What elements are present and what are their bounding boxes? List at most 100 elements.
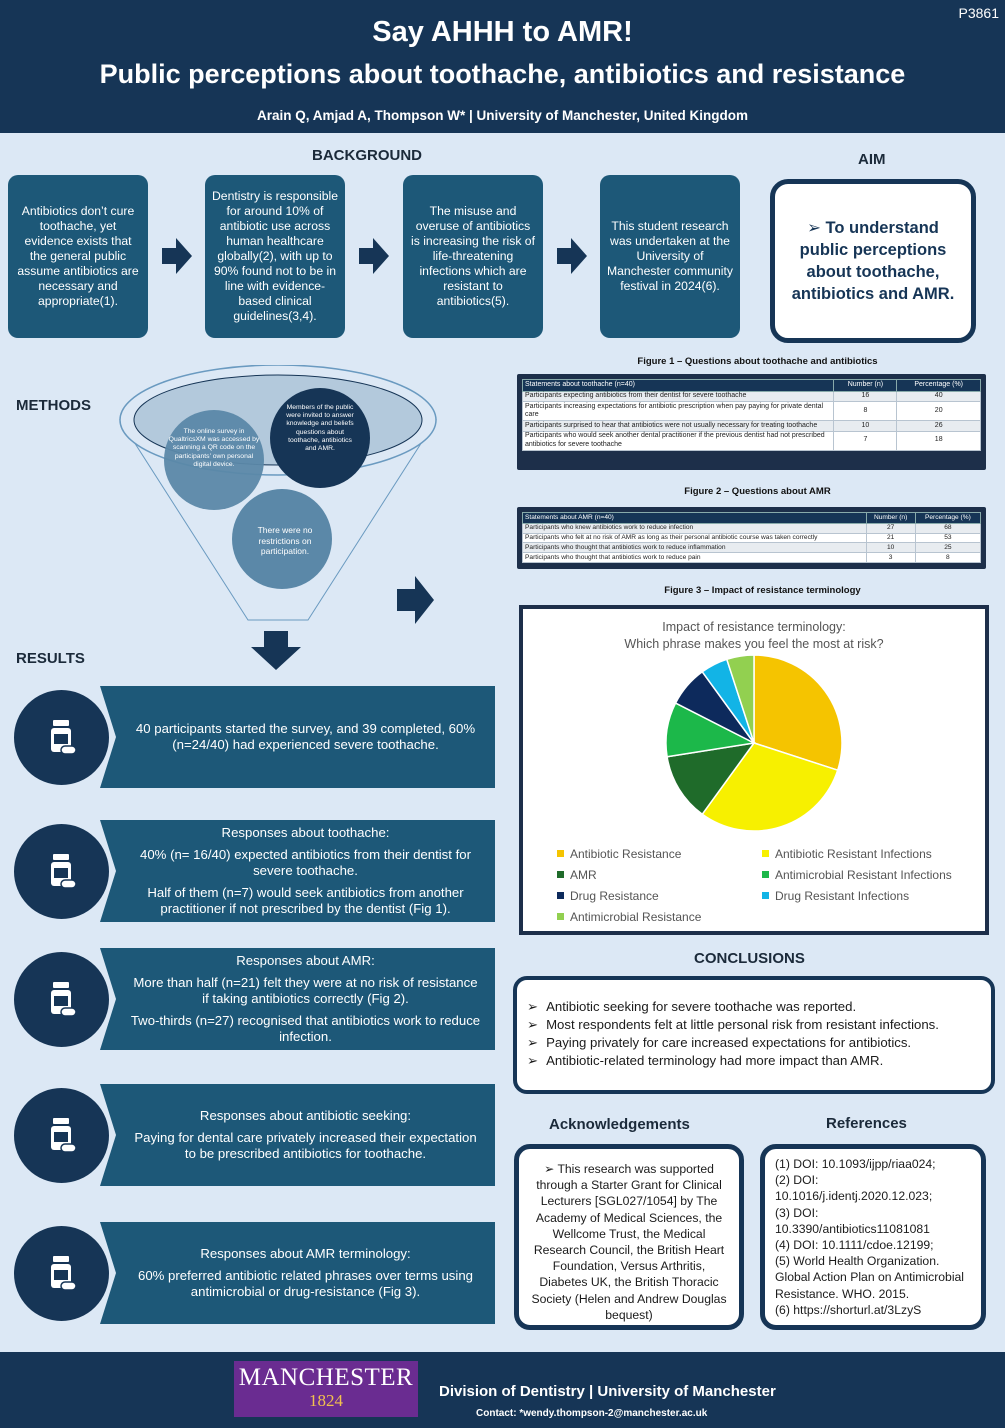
pie-slice <box>701 742 839 832</box>
legend-item: Antimicrobial Resistance <box>557 910 701 924</box>
table-header: Statements about toothache (n=40) <box>521 379 835 392</box>
table-row: Participants who felt at no risk of AMR … <box>522 532 982 544</box>
chart-title: Impact of resistance terminology: Which … <box>523 619 985 653</box>
legend-swatch <box>557 850 564 857</box>
result-box-2: Responses about toothache: 40% (n= 16/40… <box>100 820 495 922</box>
methods-bubble-2: Members of the public were invited to an… <box>286 404 354 453</box>
result-heading: Responses about antibiotic seeking: <box>199 1108 412 1123</box>
legend-item: Antibiotic Resistant Infections <box>762 847 932 861</box>
legend-label: Antimicrobial Resistant Infections <box>775 868 952 882</box>
result-text: Paying for dental care privately increas… <box>134 1130 477 1161</box>
table-header: Percentage (%) <box>896 379 981 392</box>
table-header: Number (n) <box>865 512 916 524</box>
conclusions-box: Antibiotic seeking for severe toothache … <box>513 976 995 1094</box>
result-icon-circle <box>10 1222 113 1325</box>
acknowledgements-heading: Acknowledgements <box>549 1116 690 1133</box>
legend-swatch <box>762 892 769 899</box>
result-heading: Responses about toothache: <box>221 825 390 840</box>
methods-bubble-1: The online survey in QualtricsXM was acc… <box>168 428 260 468</box>
result-box-3: Responses about AMR: More than half (n=2… <box>100 948 495 1050</box>
legend-item: AMR <box>557 868 597 882</box>
table-row: Participants who would seek another dent… <box>521 430 981 451</box>
legend-label: AMR <box>570 868 597 882</box>
table-row: Participants expecting antibiotics from … <box>521 390 981 402</box>
references-box: (1) DOI: 10.1093/ijpp/riaa024; (2) DOI: … <box>760 1144 986 1330</box>
arrow-right-icon <box>397 576 434 624</box>
background-box-2: Dentistry is responsible for around 10% … <box>205 175 345 338</box>
legend-item: Antimicrobial Resistant Infections <box>762 868 952 882</box>
medicine-bottle-icon <box>50 853 77 889</box>
medicine-bottle-icon <box>50 1117 77 1153</box>
figure1-caption: Figure 1 – Questions about toothache and… <box>637 356 878 367</box>
result-text: 40% (n= 16/40) expected antibiotics from… <box>140 847 471 878</box>
authors: Arain Q, Amjad A, Thompson W* | Universi… <box>256 108 749 123</box>
background-heading: BACKGROUND <box>312 147 422 164</box>
arrow-right-icon <box>557 238 587 274</box>
poster-title: Say AHHH to AMR! <box>372 16 633 48</box>
result-icon-circle <box>10 820 113 923</box>
result-box-1: 40 participants started the survey, and … <box>100 686 495 788</box>
result-text: 40 participants started the survey, and … <box>135 721 476 752</box>
table-row: Participants who thought that antibiotic… <box>522 552 982 563</box>
medicine-bottle-icon <box>50 981 77 1017</box>
results-heading: RESULTS <box>16 650 85 667</box>
background-box-4: This student research was undertaken at … <box>600 175 740 338</box>
aim-text: To understand public perceptions about t… <box>791 219 955 303</box>
figure2-caption: Figure 2 – Questions about AMR <box>684 486 831 497</box>
methods-funnel-diagram <box>119 365 437 621</box>
conclusion-item: Paying privately for care increased expe… <box>527 1034 981 1052</box>
reference-item: (2) DOI: 10.1016/j.identj.2020.12.023; <box>775 1173 933 1204</box>
pie-slice <box>725 654 755 744</box>
result-text: 60% preferred antibiotic related phrases… <box>138 1268 473 1299</box>
aim-heading: AIM <box>858 151 886 168</box>
arrow-right-icon <box>359 238 389 274</box>
table-row: Participants increasing expectations for… <box>521 401 981 421</box>
reference-item: (6) https://shorturl.at/3LzyS <box>775 1302 922 1317</box>
footer-division: Division of Dentistry | University of Ma… <box>439 1383 776 1400</box>
result-box-5: Responses about AMR terminology: 60% pre… <box>100 1222 495 1324</box>
result-box-4: Responses about antibiotic seeking: Payi… <box>100 1084 495 1186</box>
pie-svg <box>665 654 843 832</box>
footer-contact: Contact: *wendy.thompson-2@manchester.ac… <box>476 1408 708 1419</box>
table-header: Percentage (%) <box>914 512 982 524</box>
legend-swatch <box>557 871 564 878</box>
poster-id: P3861 <box>958 5 999 21</box>
legend-item: Drug Resistance <box>557 889 659 903</box>
result-icon-circle <box>10 686 113 789</box>
result-heading: Responses about AMR terminology: <box>200 1246 411 1261</box>
chart-title-line-1: Impact of resistance terminology: <box>662 620 846 634</box>
logo-wordmark: MANCHESTER <box>238 1364 414 1391</box>
legend-label: Drug Resistant Infections <box>775 889 910 903</box>
background-box-1: Antibiotics don’t cure toothache, yet ev… <box>8 175 148 338</box>
legend-label: Antibiotic Resistance <box>570 847 682 861</box>
legend-swatch <box>557 892 564 899</box>
table-row: Participants who knew antibiotics work t… <box>522 522 982 534</box>
reference-item: (4) DOI: 10.1111/cdoe.12199; <box>775 1238 934 1253</box>
arrow-right-icon <box>162 238 192 274</box>
pie-chart: Impact of resistance terminology: Which … <box>519 605 989 935</box>
legend-swatch <box>762 850 769 857</box>
university-logo: MANCHESTER 1824 <box>234 1361 418 1417</box>
reference-item: (3) DOI: 10.3390/antibiotics11081081 <box>775 1205 930 1236</box>
references-heading: References <box>826 1115 907 1132</box>
figure1-table: Statements about toothache (n=40) Number… <box>517 374 986 470</box>
logo-year: 1824 <box>309 1391 343 1410</box>
result-text: More than half (n=21) felt they were at … <box>133 975 478 1006</box>
result-text: Two-thirds (n=27) recognised that antibi… <box>130 1013 481 1044</box>
background-box-3: The misuse and overuse of antibiotics is… <box>403 175 543 338</box>
poster-footer: MANCHESTER 1824 Division of Dentistry | … <box>0 1352 1005 1428</box>
poster-subtitle: Public perceptions about toothache, anti… <box>99 59 906 89</box>
table-row: Participants who thought that antibiotic… <box>522 542 982 554</box>
legend-label: Antimicrobial Resistance <box>570 910 702 924</box>
figure3-caption: Figure 3 – Impact of resistance terminol… <box>664 585 861 596</box>
pie-slice <box>666 741 756 816</box>
conclusions-heading: CONCLUSIONS <box>694 950 805 967</box>
table-row: Participants surprised to hear that anti… <box>521 420 981 432</box>
conclusion-item: Most respondents felt at little personal… <box>527 1016 981 1034</box>
conclusion-item: Antibiotic-related terminology had more … <box>527 1052 981 1070</box>
poster-header: P3861 Say AHHH to AMR! Public perception… <box>0 0 1005 133</box>
legend-item: Drug Resistant Infections <box>762 889 909 903</box>
conclusion-item: Antibiotic seeking for severe toothache … <box>527 998 981 1016</box>
medicine-bottle-icon <box>50 1255 77 1291</box>
aim-box: ➢ To understand public perceptions about… <box>770 179 976 343</box>
